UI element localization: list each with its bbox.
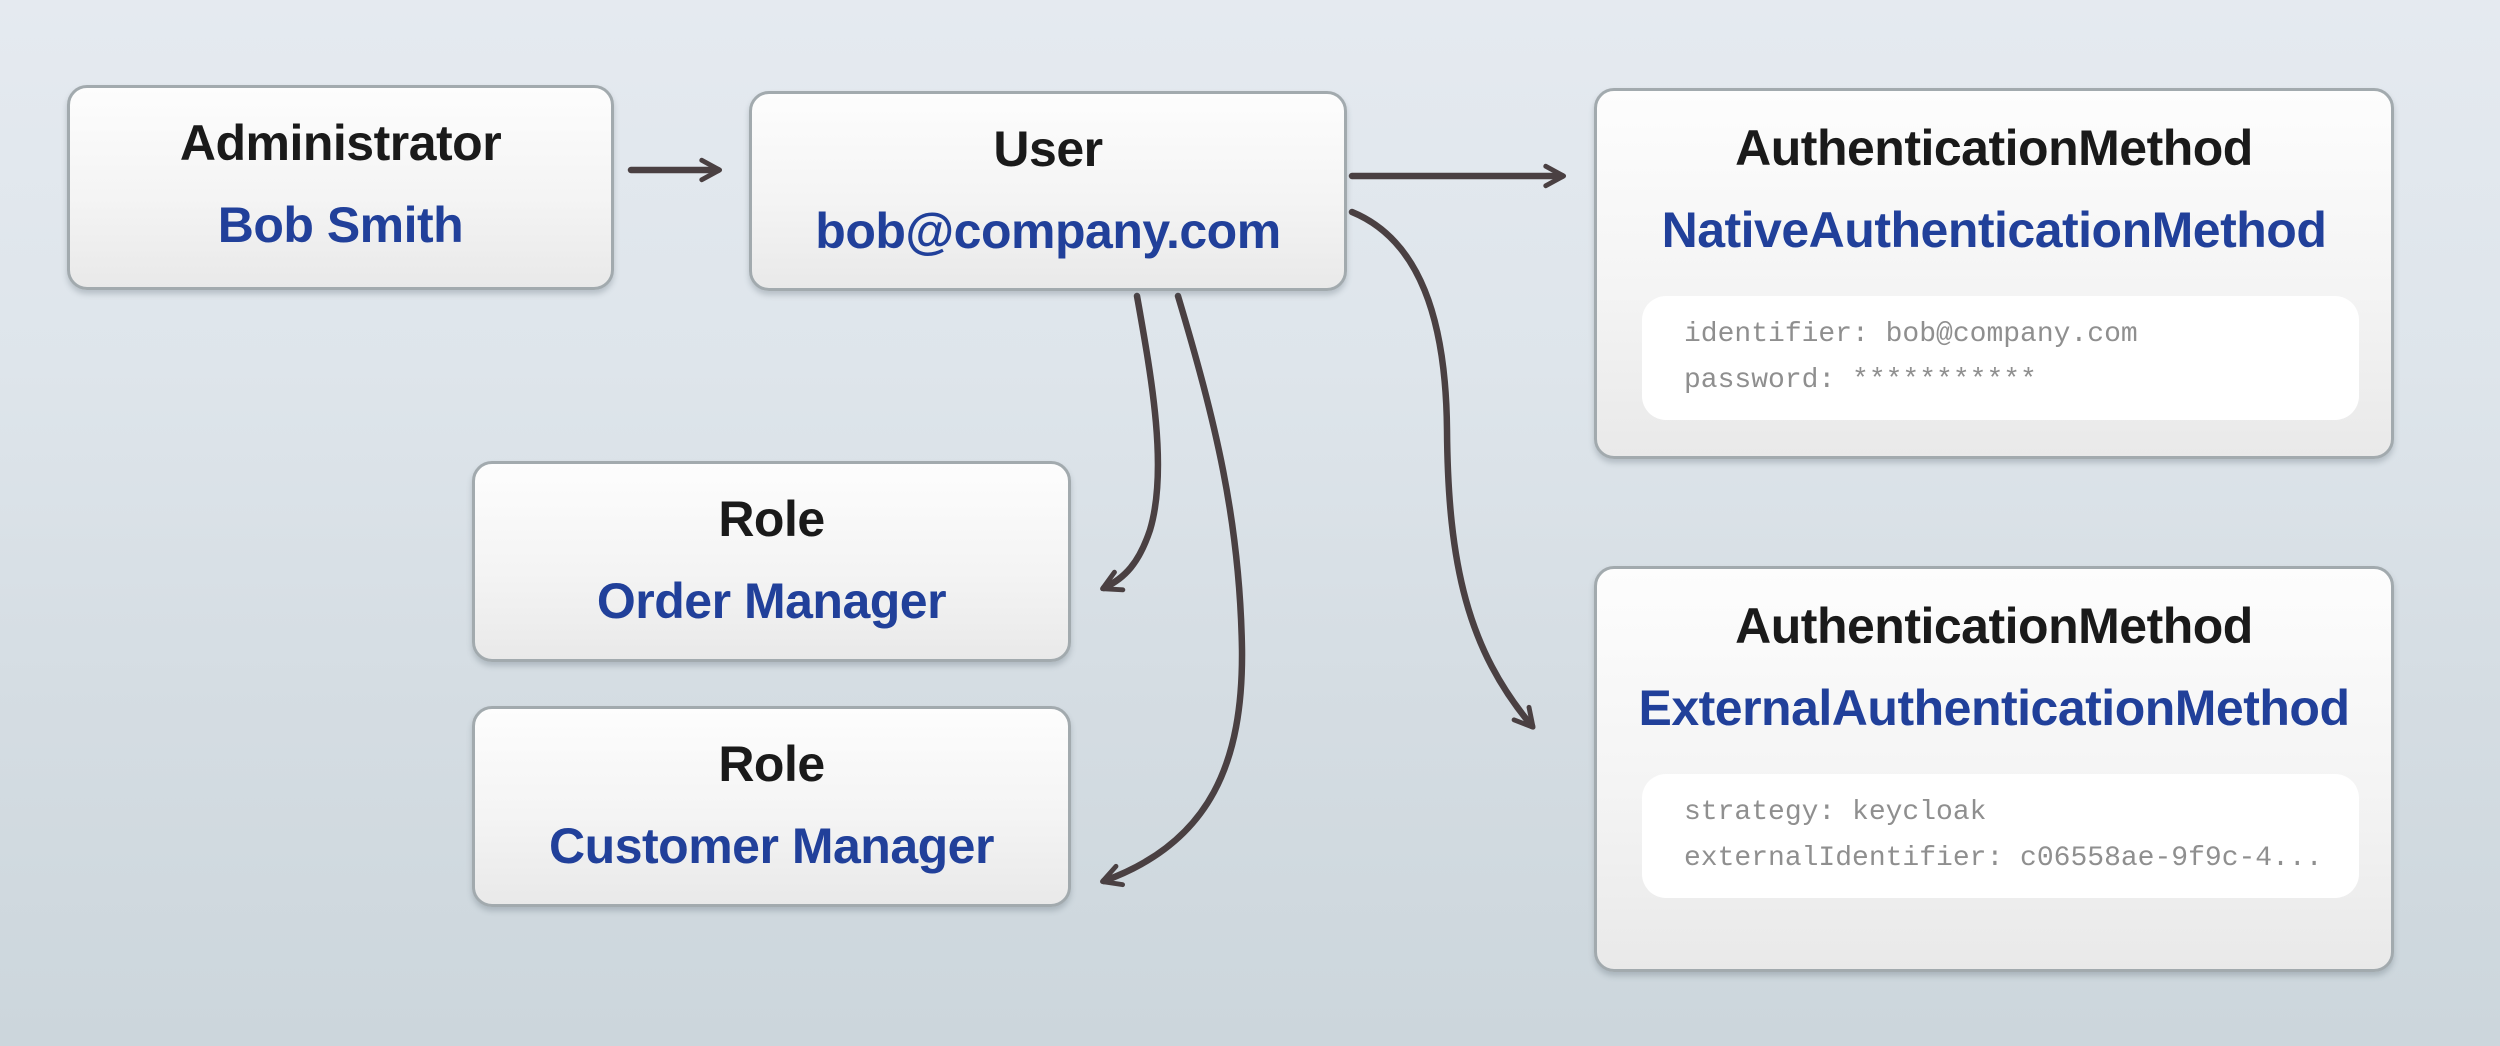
node-label: Customer Manager [549,818,994,874]
node-label: Bob Smith [217,197,464,253]
node-user: User bob@company.com [749,91,1347,291]
edge-user-to-external-auth [1348,208,1536,730]
node-label: Order Manager [596,573,947,629]
node-type: AuthenticationMethod [1735,120,2253,176]
node-external-authentication-method: AuthenticationMethod ExternalAuthenticat… [1594,566,2394,972]
node-label: bob@company.com [815,203,1281,259]
attributes-panel: identifier: bob@company.com password: **… [1642,296,2359,420]
node-native-authentication-method: AuthenticationMethod NativeAuthenticatio… [1594,88,2394,459]
node-type: AuthenticationMethod [1735,598,2253,654]
node-type: Administrator [179,115,502,171]
attr-identifier: identifier: bob@company.com [1684,319,2138,350]
edge-user-to-role-order [1100,292,1162,593]
node-role-order-manager: Role Order Manager [472,461,1071,662]
node-type: User [993,121,1103,177]
node-type: Role [718,491,825,547]
node-role-customer-manager: Role Customer Manager [472,706,1071,907]
edge-user-to-role-customer [1100,292,1246,888]
attributes-panel: strategy: keycloak externalIdentifier: c… [1642,774,2359,898]
attr-strategy: strategy: keycloak [1684,797,1987,828]
node-type: Role [718,736,825,792]
node-administrator: Administrator Bob Smith [67,85,614,290]
node-label: NativeAuthenticationMethod [1661,202,2327,258]
attr-external-identifier: externalIdentifier: c06558ae-9f9c-4... [1684,843,2323,874]
node-label: ExternalAuthenticationMethod [1638,680,2350,736]
attr-password: password: *********** [1684,365,2037,396]
